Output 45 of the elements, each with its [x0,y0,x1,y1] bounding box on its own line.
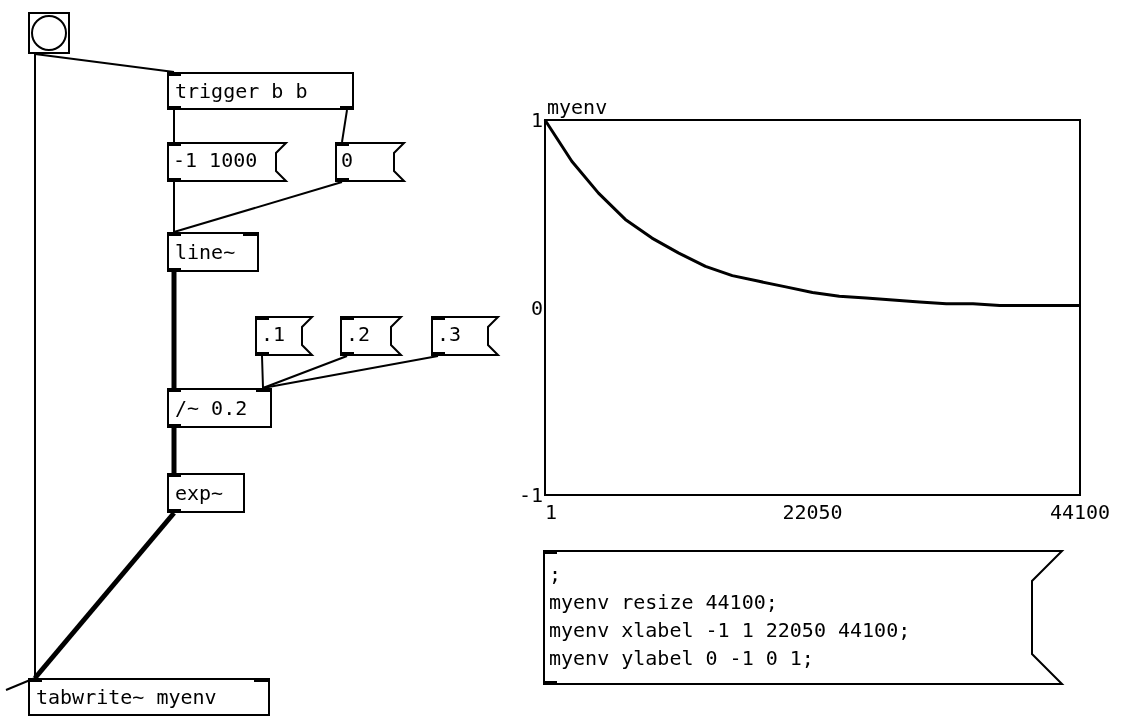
graph-title: myenv [547,95,608,119]
x-tick-label: 44100 [1049,500,1111,524]
object-box [167,72,354,110]
message-text: -1 1000 [173,148,258,172]
y-tick-label: -1 [518,483,543,507]
message-line: myenv xlabel -1 1 22050 44100; [549,618,911,642]
message-text: 0 [341,148,354,172]
object-text: /~ 0.2 [175,396,248,420]
patch-cord [262,355,439,389]
message-line: myenv ylabel 0 -1 0 1; [549,646,814,670]
object-box [28,678,270,716]
patch-cord [171,272,177,388]
message-box [431,316,499,356]
patch-cord [262,355,348,389]
message-box [335,142,405,182]
y-tick-label: 0 [530,295,543,320]
object-box [167,232,259,272]
x-tick-label: 22050 [782,500,843,524]
y-tick-label: 1 [530,108,543,132]
message-text: .1 [261,322,286,346]
message-text: .3 [437,322,462,346]
object-box [167,473,245,513]
patch-cord [171,428,177,473]
object-text: tabwrite~ myenv [36,685,217,709]
message-box [340,316,402,356]
x-tick-label: 1 [545,500,558,524]
patch-cord [261,355,264,389]
patch-cord [173,181,175,233]
message-box [167,142,287,182]
bang-button [28,12,70,54]
message-line: ; [549,562,562,586]
patch-cord [173,109,175,143]
object-text: exp~ [175,481,224,505]
patch-cord [34,53,175,73]
object-text: trigger b b [175,79,308,103]
object-text: line~ [175,240,236,264]
message-line: myenv resize 44100; [549,590,778,614]
patch-cord [5,677,36,691]
patch-cord [173,181,343,233]
object-box [167,388,272,428]
patch-cord [341,109,348,143]
message-text: .2 [346,322,371,346]
patch-cord [33,511,176,680]
message-box [255,316,313,356]
message-box [543,550,1063,685]
